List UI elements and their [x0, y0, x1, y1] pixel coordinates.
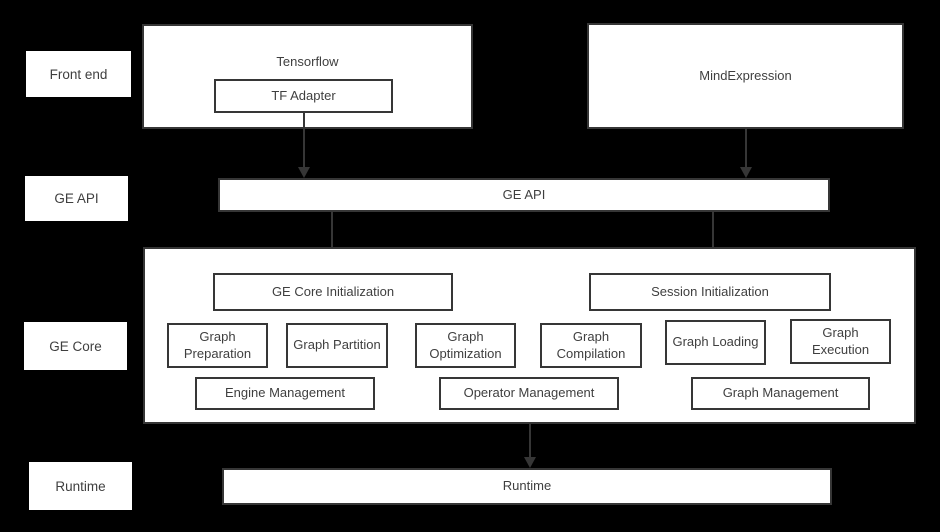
- graph-preparation-box: Graph Preparation: [167, 323, 268, 368]
- engine-management-box: Engine Management: [195, 377, 375, 410]
- tf-adapter-box: TF Adapter: [214, 79, 393, 113]
- session-initialization-box: Session Initialization: [589, 273, 831, 311]
- graph-compilation-box: Graph Compilation: [540, 323, 642, 368]
- runtime-bar: Runtime: [222, 468, 832, 505]
- row-label-ge-core: GE Core: [24, 322, 127, 370]
- row-label-ge-api: GE API: [25, 176, 128, 221]
- mindexpression-box: MindExpression: [587, 23, 904, 129]
- ge-core-container: GE Core Initialization Session Initializ…: [143, 247, 916, 424]
- arrow-tfadapter-to-geapi: [297, 113, 310, 178]
- graph-partition-box: Graph Partition: [286, 323, 388, 368]
- row-label-front-end: Front end: [26, 51, 131, 97]
- row-label-runtime: Runtime: [29, 462, 132, 510]
- graph-management-box: Graph Management: [691, 377, 870, 410]
- ge-core-initialization-box: GE Core Initialization: [213, 273, 453, 311]
- graph-execution-box: Graph Execution: [790, 319, 891, 364]
- arrow-mindexpression-to-geapi: [739, 129, 752, 178]
- graph-optimization-box: Graph Optimization: [415, 323, 516, 368]
- ge-api-bar: GE API: [218, 178, 830, 212]
- arrow-gecore-to-runtime: [523, 424, 536, 468]
- graph-loading-box: Graph Loading: [665, 320, 766, 365]
- tensorflow-label: Tensorflow: [276, 54, 339, 69]
- operator-management-box: Operator Management: [439, 377, 619, 410]
- tensorflow-box: Tensorflow TF Adapter: [142, 24, 473, 129]
